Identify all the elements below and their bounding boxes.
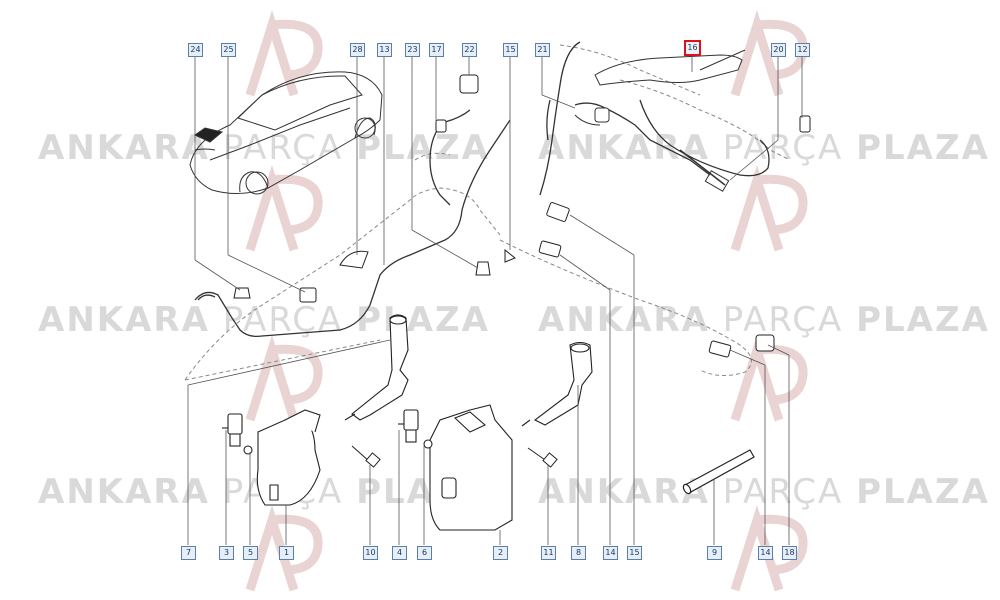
callout-15-bottom[interactable]: 15 bbox=[627, 546, 642, 560]
callout-1[interactable]: 1 bbox=[279, 546, 294, 560]
callout-2[interactable]: 2 bbox=[493, 546, 508, 560]
callout-12[interactable]: 12 bbox=[795, 43, 810, 57]
hose-clips bbox=[233, 74, 811, 358]
callout-13[interactable]: 13 bbox=[377, 43, 392, 57]
washer-reservoir-small bbox=[222, 409, 321, 506]
callout-25[interactable]: 25 bbox=[221, 43, 236, 57]
callout-22[interactable]: 22 bbox=[462, 43, 477, 57]
bolt-left bbox=[351, 445, 381, 468]
callout-16-highlighted[interactable]: 16 bbox=[684, 40, 701, 56]
filler-neck-right bbox=[521, 341, 593, 427]
dashed-outline bbox=[184, 44, 791, 381]
hose-sleeve bbox=[682, 449, 755, 495]
nozzle-assembly bbox=[574, 49, 746, 192]
callout-11[interactable]: 11 bbox=[541, 546, 556, 560]
callout-5[interactable]: 5 bbox=[243, 546, 258, 560]
watermark-text: ANKARA PARÇA PLAZA bbox=[38, 300, 490, 340]
callout-9[interactable]: 9 bbox=[707, 546, 722, 560]
watermark-text: ANKARA PARÇA PLAZA bbox=[538, 128, 990, 168]
watermark-logo bbox=[245, 9, 808, 592]
washer-reservoir-large bbox=[398, 404, 513, 531]
callout-10[interactable]: 10 bbox=[363, 546, 378, 560]
callout-20[interactable]: 20 bbox=[771, 43, 786, 57]
watermark-text: ANKARA PARÇA PLAZA bbox=[538, 300, 990, 340]
leader-lines bbox=[187, 56, 803, 545]
watermark-text: ANKARA PARÇA PLAZA bbox=[38, 128, 490, 168]
bolt-right bbox=[527, 447, 558, 468]
washer-hose bbox=[194, 41, 770, 338]
callout-6[interactable]: 6 bbox=[417, 546, 432, 560]
callout-15-top[interactable]: 15 bbox=[503, 43, 518, 57]
callout-18[interactable]: 18 bbox=[782, 546, 797, 560]
callout-23[interactable]: 23 bbox=[405, 43, 420, 57]
callout-4[interactable]: 4 bbox=[392, 546, 407, 560]
callout-28[interactable]: 28 bbox=[350, 43, 365, 57]
callout-17[interactable]: 17 bbox=[429, 43, 444, 57]
callout-14-bottom-b[interactable]: 14 bbox=[758, 546, 773, 560]
callout-21[interactable]: 21 bbox=[535, 43, 550, 57]
callout-24[interactable]: 24 bbox=[188, 43, 203, 57]
callout-3[interactable]: 3 bbox=[219, 546, 234, 560]
callout-8[interactable]: 8 bbox=[571, 546, 586, 560]
filler-neck-left bbox=[344, 314, 409, 421]
watermark-text: ANKARA PARÇA PLAZA bbox=[538, 472, 990, 512]
callout-7[interactable]: 7 bbox=[181, 546, 196, 560]
car-illustration bbox=[189, 71, 383, 195]
callout-14-bottom-a[interactable]: 14 bbox=[603, 546, 618, 560]
